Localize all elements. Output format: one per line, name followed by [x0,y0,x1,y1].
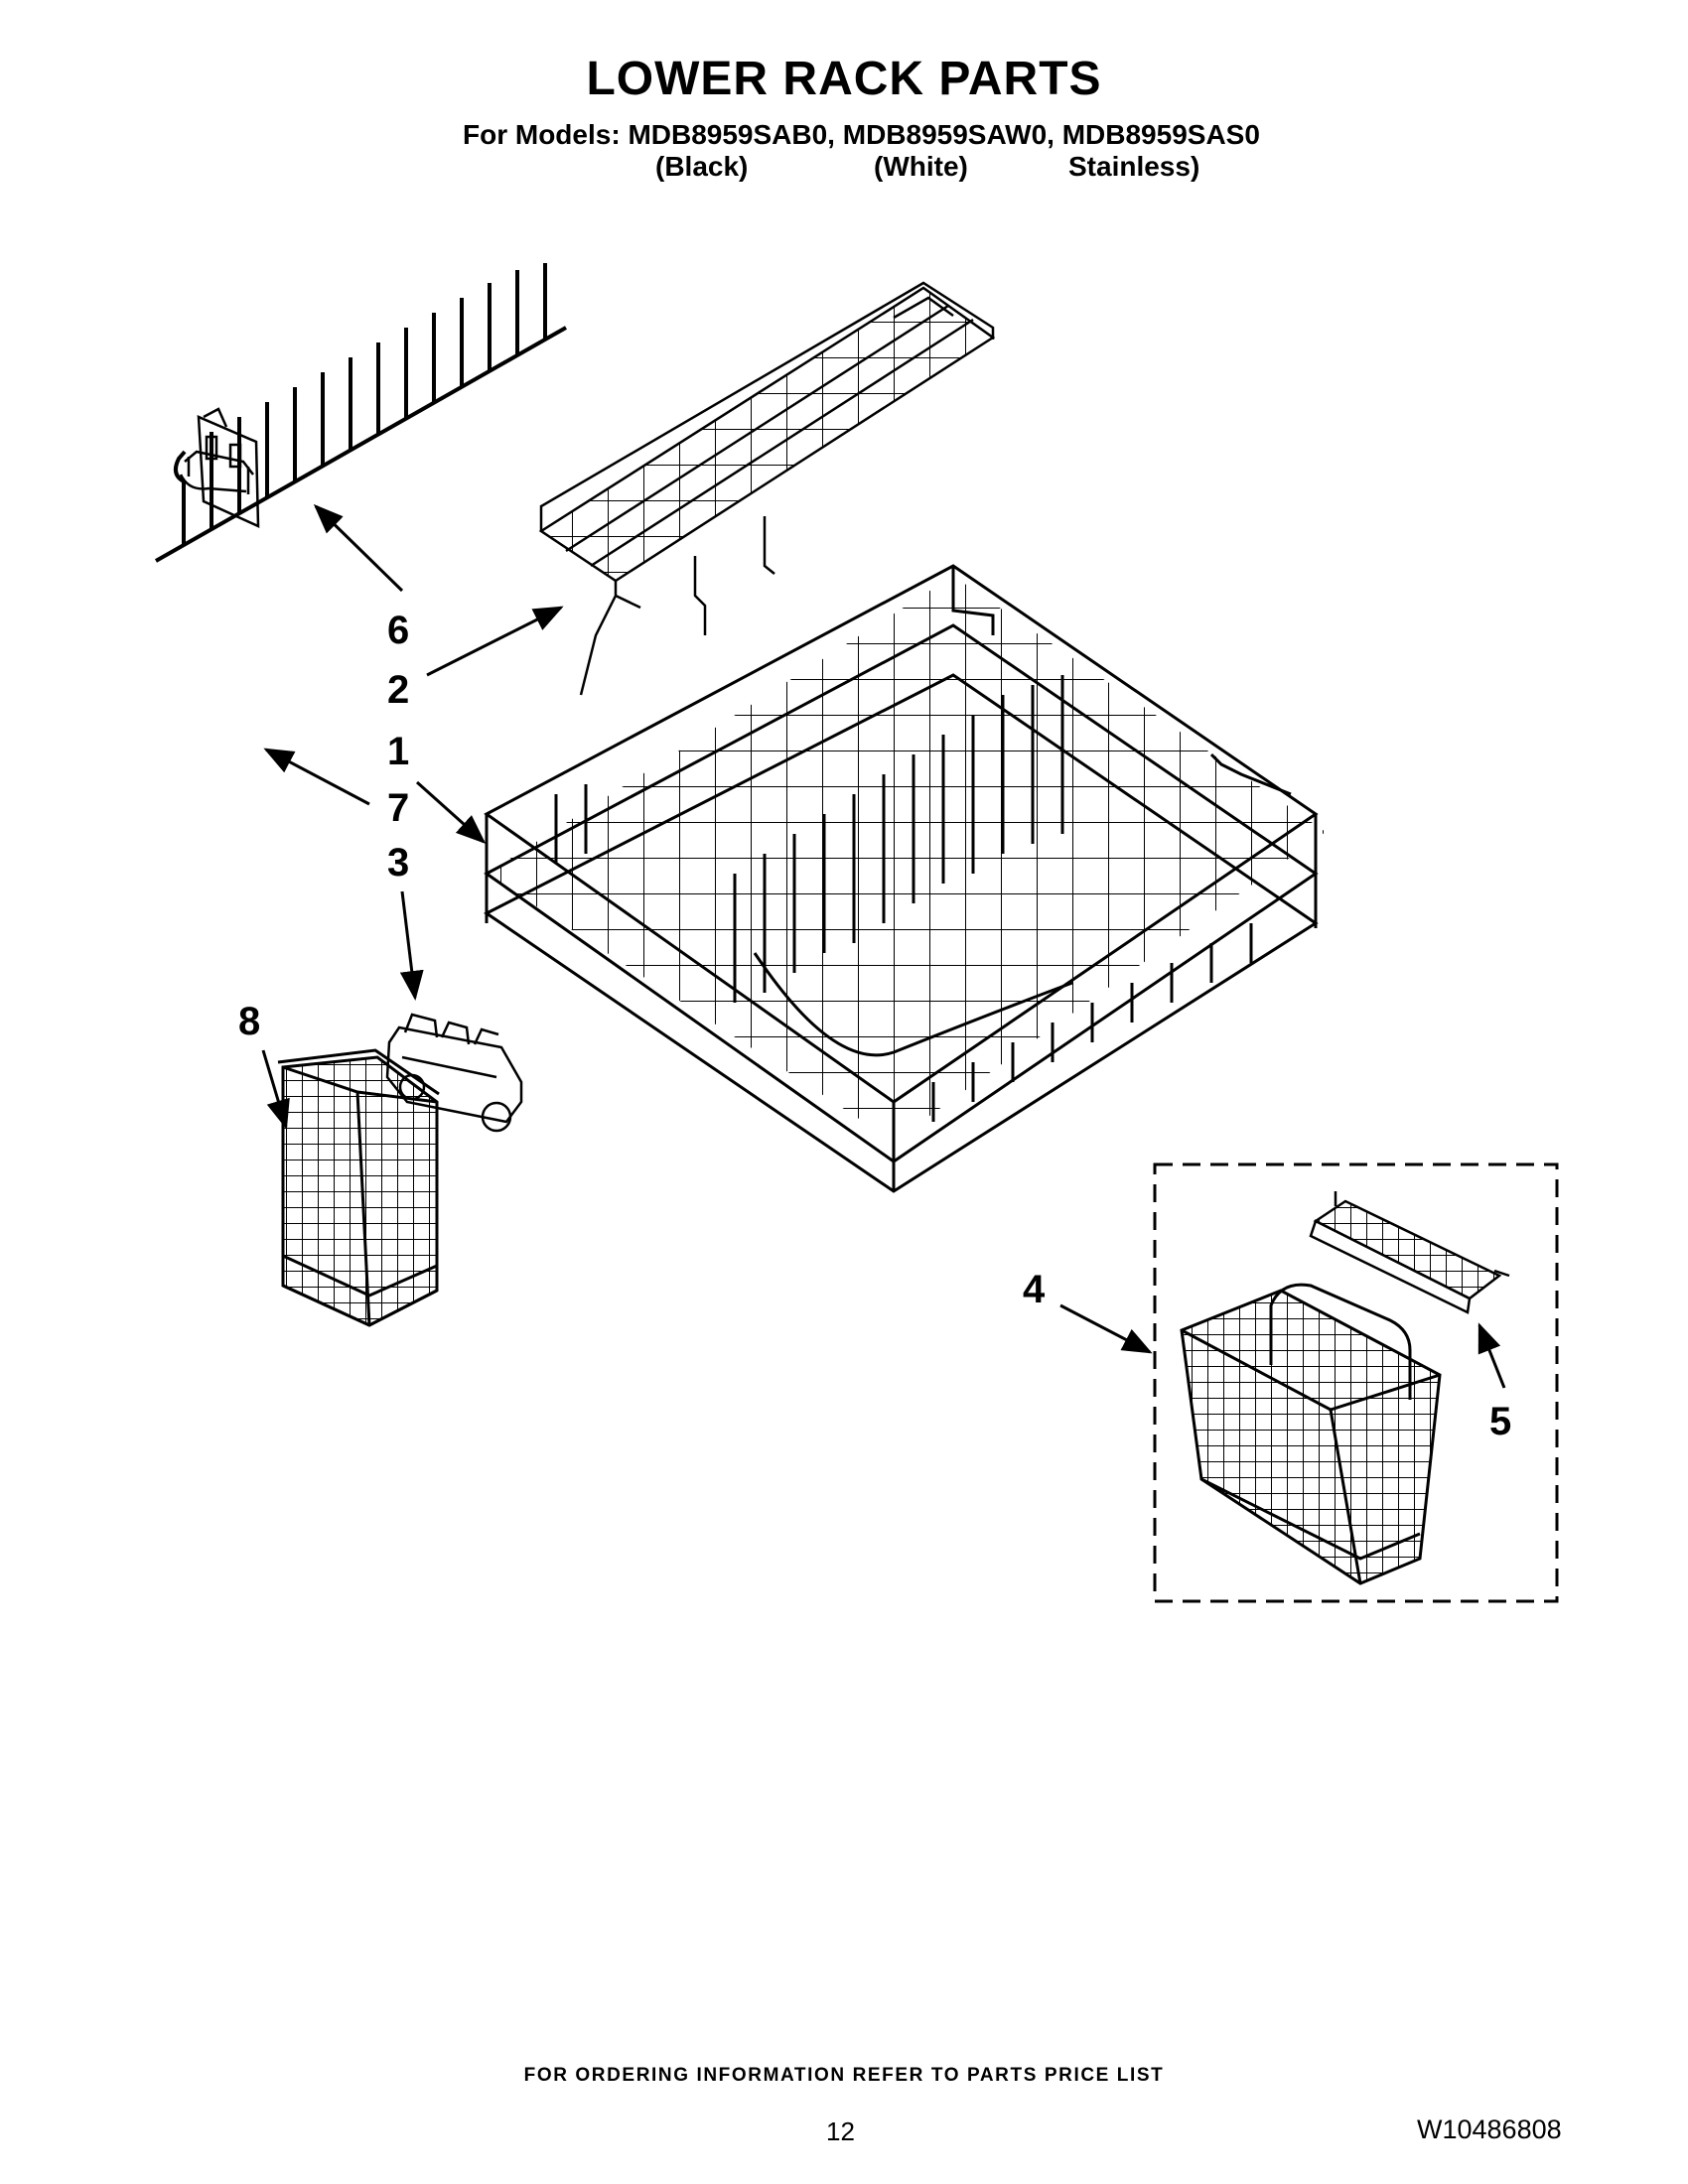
arrow-2 [426,606,564,677]
document-number: W10486808 [1417,2115,1562,2144]
clip-part-7 [179,407,260,528]
silverware-basket-part-4 [1180,1283,1442,1585]
callout-arrows [261,503,1506,1389]
page-title: LOWER RACK PARTS [586,53,1102,105]
callout-7: 7 [387,786,409,830]
lower-rack-part-1 [484,564,1326,1193]
basket-lid-part-5 [1309,1191,1510,1314]
callout-2: 2 [387,668,409,712]
tine-row-part-6 [155,263,567,563]
finish-black: (Black) [655,151,749,182]
arrow-1 [415,780,487,845]
arrow-6 [313,503,404,593]
ordering-note: FOR ORDERING INFORMATION REFER TO PARTS … [523,2065,1165,2086]
callout-1: 1 [387,730,409,773]
arrow-3 [399,890,424,1001]
fold-down-rack-part-2 [538,281,996,696]
arrow-4 [1059,1303,1153,1354]
arrow-7 [263,748,370,806]
finish-stainless: Stainless) [1068,151,1200,182]
basket-part-8 [277,1048,440,1327]
callout-6: 6 [387,609,409,652]
callout-5: 5 [1489,1400,1511,1443]
callout-3: 3 [387,841,409,885]
callout-4: 4 [1023,1268,1046,1311]
arrow-8 [261,1049,290,1130]
page-number: 12 [826,2116,855,2146]
arrow-5 [1477,1322,1506,1389]
kit-box-part-4 [1153,1162,1559,1603]
models-line: For Models: MDB8959SAB0, MDB8959SAW0, MD… [463,119,1260,150]
finish-white: (White) [874,151,968,182]
callout-8: 8 [238,1000,260,1043]
